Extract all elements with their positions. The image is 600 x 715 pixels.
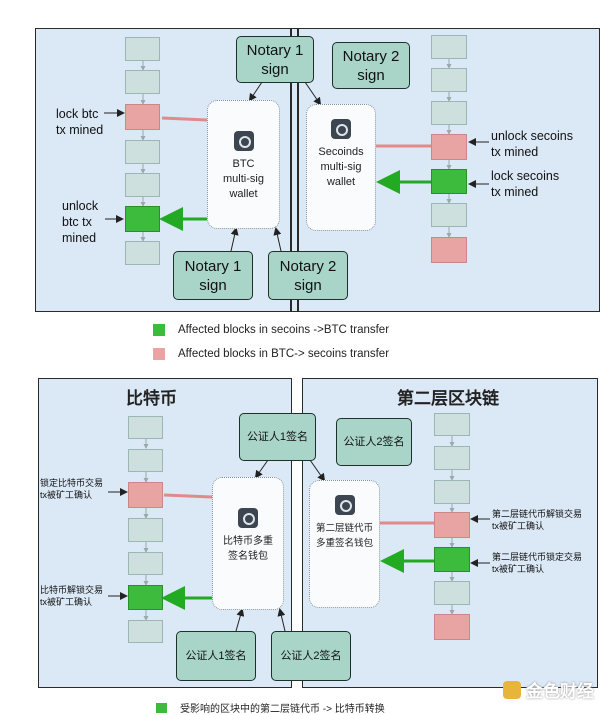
l2-block-pink (434, 614, 470, 640)
lock-btc-zh-label: 锁定比特币交易 tx被矿工确认 (40, 478, 104, 500)
btc-block (128, 620, 163, 643)
notary-2-sign-upper-zh: 公证人2签名 (336, 418, 412, 466)
btc-block (128, 416, 163, 439)
notary-2-zh-label: 公证人2签名 (280, 649, 342, 662)
l2-block (434, 480, 470, 504)
lock-secoins-label: lock secoins tx mined (491, 169, 560, 199)
l2-lock-block (434, 547, 470, 572)
legend-pink-label: Affected blocks in BTC-> secoins transfe… (178, 348, 390, 360)
secoins-unlock-block (431, 134, 467, 160)
legend-green: Affected blocks in secoins ->BTC transfe… (153, 324, 389, 336)
notary-1-sign-upper-zh: 公证人1签名 (239, 413, 316, 461)
secoins-wallet-label: Secoinds multi-sig wallet (318, 146, 364, 188)
l2-block (434, 446, 470, 470)
btc-unlock-block (128, 585, 163, 610)
legend-pink: Affected blocks in BTC-> secoins transfe… (153, 348, 389, 360)
secoins-block (431, 101, 467, 125)
legend-green-zh-label: 受影响的区块中的第二层链代币 -> 比特币转换 (180, 704, 385, 715)
safe-icon (331, 119, 351, 139)
secoins-lock-block (431, 169, 467, 194)
watermark-text: 金色财经 (526, 682, 594, 701)
unlock-btc-zh-label: 比特币解锁交易 tx被矿工确认 (40, 585, 104, 607)
notary-2-sign-lower: Notary 2 sign (268, 251, 348, 300)
safe-icon (233, 131, 254, 151)
top-chain-divider-2 (297, 28, 299, 312)
logo-mark-icon (503, 680, 521, 699)
notary-2-zh-label: 公证人2签名 (343, 435, 405, 448)
notary-2-sign-lower-zh: 公证人2签名 (271, 631, 351, 681)
bitcoin-title: 比特币 (126, 389, 177, 408)
l2-block (434, 413, 470, 436)
btc-multisig-wallet: BTC multi-sig wallet (207, 100, 280, 229)
btc-block (128, 449, 163, 472)
secoins-block (431, 35, 467, 59)
layer2-title: 第二层区块链 (397, 389, 499, 408)
notary-1-sign-upper: Notary 1 sign (236, 36, 314, 83)
l2-unlock-block (434, 512, 470, 538)
notary-1-zh-label: 公证人1签名 (246, 430, 309, 443)
secoins-multisig-wallet: Secoinds multi-sig wallet (306, 104, 376, 231)
top-chain-divider (290, 28, 292, 312)
green-swatch (153, 324, 165, 336)
notary-1-label: Notary 1 sign (184, 257, 242, 294)
btc-block (125, 140, 160, 164)
unlock-secoins-label: unlock secoins tx mined (491, 129, 573, 159)
notary-1-sign-lower: Notary 1 sign (173, 251, 253, 300)
legend-green-zh: 受影响的区块中的第二层链代币 -> 比特币转换 (156, 700, 385, 715)
notary-1-zh-label: 公证人1签名 (185, 649, 247, 662)
unlock-btc-label: unlock btc tx mined (62, 199, 99, 245)
l2-multisig-wallet-zh: 第二层链代币 多重签名钱包 (309, 480, 380, 608)
l2-lock-zh-label: 第二层链代币锁定交易 tx被矿工确认 (492, 552, 583, 574)
l2-unlock-zh-label: 第二层链代币解锁交易 tx被矿工确认 (492, 509, 583, 531)
btc-block (125, 173, 160, 197)
secoins-block (431, 203, 467, 227)
safe-icon (238, 508, 258, 528)
lock-btc-label: lock btc tx mined (56, 107, 104, 137)
notary-2-label: Notary 2 sign (342, 47, 400, 84)
btc-block (125, 241, 160, 265)
l2-block (434, 581, 470, 605)
notary-2-label: Notary 2 sign (279, 257, 337, 294)
pink-swatch (153, 348, 165, 360)
btc-unlock-block (125, 206, 160, 232)
btc-lock-block (128, 482, 163, 508)
btc-block (128, 518, 163, 542)
btc-block (125, 70, 160, 94)
btc-multisig-wallet-zh: 比特币多重 签名钱包 (212, 477, 284, 610)
legend-green-label: Affected blocks in secoins ->BTC transfe… (178, 324, 390, 336)
safe-icon (334, 495, 355, 515)
notary-1-label: Notary 1 sign (246, 41, 304, 78)
secoins-block (431, 68, 467, 92)
btc-wallet-zh-label: 比特币多重 签名钱包 (223, 536, 273, 562)
btc-lock-block (125, 104, 160, 130)
secoins-block-pink (431, 237, 467, 263)
notary-2-sign-upper: Notary 2 sign (332, 42, 410, 89)
btc-wallet-label: BTC multi-sig wallet (223, 158, 264, 200)
notary-1-sign-lower-zh: 公证人1签名 (176, 631, 256, 681)
btc-block (125, 37, 160, 61)
btc-block (128, 552, 163, 575)
green-swatch (156, 702, 167, 713)
watermark-logo: 金色财经 (503, 677, 594, 702)
l2-wallet-zh-label: 第二层链代币 多重签名钱包 (315, 523, 373, 549)
